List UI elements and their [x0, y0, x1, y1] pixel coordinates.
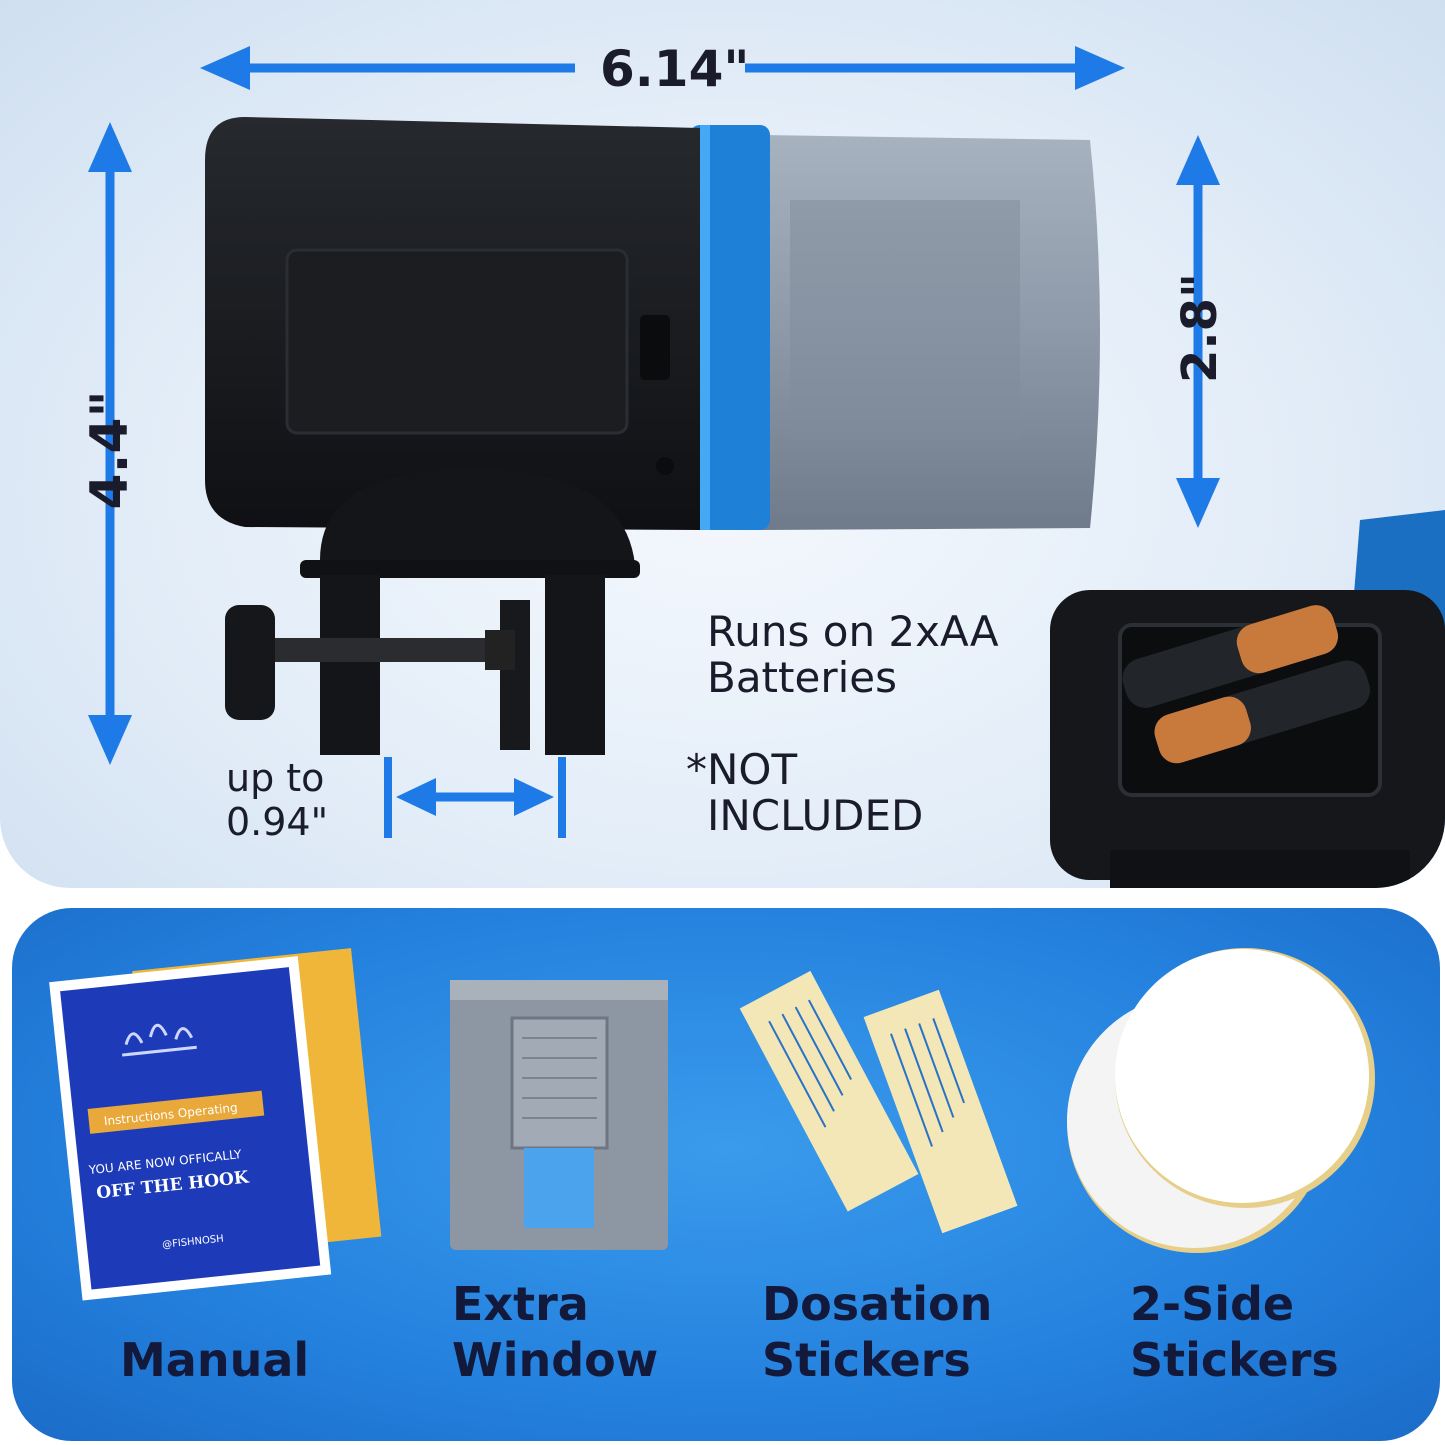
accessory-label-dosation-stickers: Dosation Stickers	[762, 1277, 993, 1387]
accessories-panel: Instructions Operating YOU ARE NOW OFFIC…	[12, 908, 1440, 1441]
battery-note-line1: Runs on 2xAA	[707, 607, 999, 656]
crown-logo-icon	[121, 1023, 197, 1057]
dimensions-panel: 6.14" 4.4" 2.8" up to 0.94"	[0, 0, 1445, 888]
extra-window-image	[450, 980, 668, 1250]
battery-disclaimer-line1: *NOT	[686, 745, 798, 794]
width-label: 6.14"	[600, 40, 750, 98]
two-side-stickers-image	[1067, 948, 1375, 1253]
battery-compartment-image	[1050, 510, 1445, 888]
manual-image: Instructions Operating YOU ARE NOW OFFIC…	[49, 948, 382, 1301]
battery-disclaimer-line2: INCLUDED	[707, 791, 924, 840]
width-arrow	[88, 46, 1220, 838]
dosation-stickers-image	[739, 970, 1018, 1234]
clamp-label: 0.94"	[226, 800, 329, 844]
clamp-prefix: up to	[226, 756, 325, 800]
accessory-label-two-side-stickers: 2-Side Stickers	[1130, 1277, 1339, 1387]
accessory-label-extra-window: Extra Window	[452, 1277, 659, 1387]
accessory-label-manual: Manual	[120, 1333, 310, 1387]
battery-note-line2: Batteries	[707, 653, 897, 702]
feeder-device-image	[205, 117, 1100, 755]
